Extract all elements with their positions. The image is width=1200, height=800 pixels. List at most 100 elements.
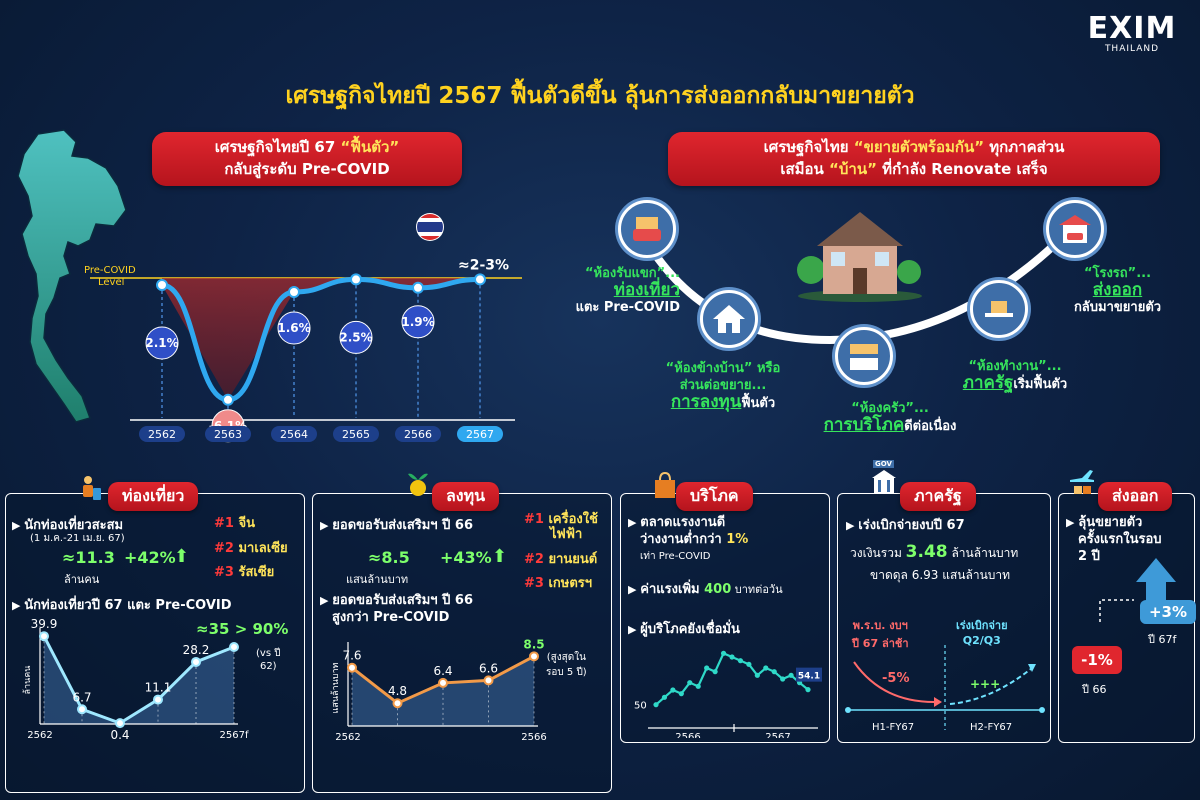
year-pill — [139, 426, 185, 442]
chart-y-label: แสนล้านบาท — [330, 663, 341, 714]
gov-delay: พ.ร.บ. งบฯปี 67 ล่าช้า — [852, 616, 909, 652]
gdp-value-bubble — [145, 326, 179, 360]
living-room-post: แตะ Pre-COVID — [575, 300, 680, 315]
precovid-label: Pre-COVID — [84, 265, 136, 276]
investment-label-text: ยอดขอรับส่งเสริมฯ ปี 66 — [332, 518, 473, 533]
export-pos-badge: +3% — [1140, 600, 1196, 624]
tourism-cum-text: นักท่องเที่ยวสะสม — [24, 518, 124, 533]
conf-x-tick: 2566 — [675, 732, 700, 738]
kitchen-label: “ห้องครัว”... การบริโภคดีต่อเนื่อง — [810, 400, 970, 435]
thailand-map-icon — [17, 129, 127, 423]
export-head3: 2 ปี — [1078, 549, 1100, 564]
exim-logo: EXIM THAILAND — [1082, 14, 1182, 55]
banner-right-l2-post: ที่กำลัง Renovate เสร็จ — [876, 160, 1048, 178]
chart-point — [392, 698, 403, 709]
gov-badge: GOV — [873, 460, 894, 468]
tourism-forecast-value: ≈35 — [196, 620, 230, 638]
chart-y-label: ล้านคน — [22, 666, 33, 695]
logo-sub-text: THAILAND — [1104, 44, 1160, 54]
government-building-icon: GOV — [870, 460, 898, 498]
year-label: 2563 — [214, 428, 242, 441]
page-title: เศรษฐกิจไทยปี 2567 ฟื้นตัวดีขึ้น ลุ้นการ… — [285, 83, 915, 109]
wage-line: ▶ ค่าแรงเพิ่ม 400 บาทต่อวัน — [628, 582, 783, 597]
investment-label: ▶ ยอดขอรับส่งเสริมฯ ปี 66 — [320, 518, 473, 533]
conf-point — [653, 702, 659, 708]
consumption-panel — [620, 493, 830, 743]
chart-value-label: 11.1 — [145, 681, 172, 695]
investment-unit: แสนล้านบาท — [346, 573, 409, 586]
rank1-no: #1 — [214, 516, 234, 531]
wage-post: บาทต่อวัน — [731, 583, 783, 596]
conf-point — [687, 680, 693, 686]
office-post: เริ่มฟื้นตัว — [1013, 377, 1068, 392]
inv-chart-title1: ยอดขอรับส่งเสริมฯ ปี 66 — [332, 593, 473, 608]
conf-point — [678, 691, 684, 697]
inv-rank2-no: #2 — [524, 552, 544, 567]
gdp-value-label: 2.1% — [145, 336, 178, 350]
tourism-note1: (vs ปี — [256, 648, 281, 659]
banner-left-highlight: “ฟื้นตัว” — [340, 138, 400, 156]
tourism-panel — [5, 493, 305, 793]
banner-right-l1-post: ทุกภาคส่วน — [984, 138, 1065, 156]
kitchen-key: การบริโภค — [823, 415, 905, 435]
inv-rank2-name: ยานยนต์ — [548, 552, 598, 567]
conf-point — [746, 661, 752, 667]
conf-point — [704, 665, 710, 671]
office-label: “ห้องทำงาน”... ภาครัฐเริ่มฟื้นตัว — [935, 358, 1095, 393]
conf-last-label: 54.1 — [798, 672, 820, 682]
banner-right-l1-hl: “ขยายตัวพร้อมกัน” — [853, 138, 985, 156]
inv-rank1-b: ไฟฟ้า — [550, 527, 583, 542]
export-pos-year: ปี 67f — [1148, 633, 1177, 646]
living-room-quote: “ห้องรับแขก”... — [585, 266, 680, 281]
thai-flag-icon — [416, 213, 444, 241]
export-head2: ครั้งแรกในรอบ — [1078, 532, 1162, 547]
money-plant-icon — [404, 468, 432, 498]
gdp-point — [412, 281, 424, 294]
labor-line1: ตลาดแรงงานดี — [640, 515, 726, 530]
inv-rank3-no: #3 — [524, 576, 544, 591]
export-headline: ▶ ลุ้นขยายตัว ครั้งแรกในรอบ 2 ปี — [1066, 515, 1162, 564]
gov-decline-arrow — [853, 661, 935, 703]
inv-rank1-a: เครื่องใช้ — [548, 512, 598, 527]
gdp-growth-chart: 2.1%2562-6.1%25631.6%25642.5%25651.9%256… — [84, 213, 522, 443]
wage-pre: ค่าแรงเพิ่ม — [640, 582, 705, 597]
inv-rank1-no: #1 — [524, 512, 544, 527]
chart-value-label: 0.4 — [110, 728, 129, 742]
investment-rank2: #2 ยานยนต์ — [524, 548, 597, 569]
tourism-forecast-note: (vs ปี62) — [256, 646, 281, 672]
tourism-forecast-pct: > 90% — [234, 620, 289, 638]
gov-budget-post: ล้านล้านบาท — [947, 546, 1019, 560]
chart-point — [483, 675, 494, 686]
gov-speed1: เร่งเบิกจ่าย — [956, 619, 1008, 632]
extension-label: “ห้องข้างบ้าน” หรือ ส่วนต่อขยาย... การลง… — [648, 360, 798, 412]
garage-label: “โรงรถ”... ส่งออก กลับมาขยายตัว — [1050, 265, 1185, 316]
gov-delay1: พ.ร.บ. งบฯ — [852, 619, 908, 632]
conf-point — [720, 650, 727, 656]
office-key: ภาครัฐ — [962, 373, 1014, 393]
gov-headline: ▶ เร่งเบิกจ่ายงบปี 67 — [846, 518, 965, 533]
rank2-no: #2 — [214, 541, 234, 556]
kitchen-room-icon — [835, 327, 893, 385]
expansion-banner: เศรษฐกิจไทย “ขยายตัวพร้อมกัน” ทุกภาคส่วน… — [668, 132, 1160, 186]
kitchen-post: ดีต่อเนื่อง — [904, 419, 957, 434]
gdp-value-label: ≈2-3% — [458, 257, 509, 273]
gdp-point — [222, 393, 234, 406]
gov-speed2: Q2/Q3 — [962, 634, 1001, 647]
investment-growth: +43% — [440, 548, 492, 567]
kitchen-quote: “ห้องครัว”... — [851, 401, 929, 416]
banner-right-l2-pre: เสมือน — [780, 160, 830, 178]
garage-quote: “โรงรถ”... — [1083, 266, 1152, 281]
below-level-area — [162, 278, 480, 400]
gov-h1: H1-FY67 — [872, 722, 914, 733]
chart-x-tick: 2566 — [521, 732, 546, 742]
conf-point — [737, 658, 744, 664]
inv-chart-title2: สูงกว่า Pre-COVID — [332, 610, 450, 625]
government-tag: ภาครัฐ — [900, 482, 976, 511]
chart-value-label: 7.6 — [342, 649, 361, 663]
rank3-name: รัสเซีย — [238, 565, 275, 580]
year-label: 2565 — [342, 428, 370, 441]
traveler-icon — [76, 474, 104, 504]
